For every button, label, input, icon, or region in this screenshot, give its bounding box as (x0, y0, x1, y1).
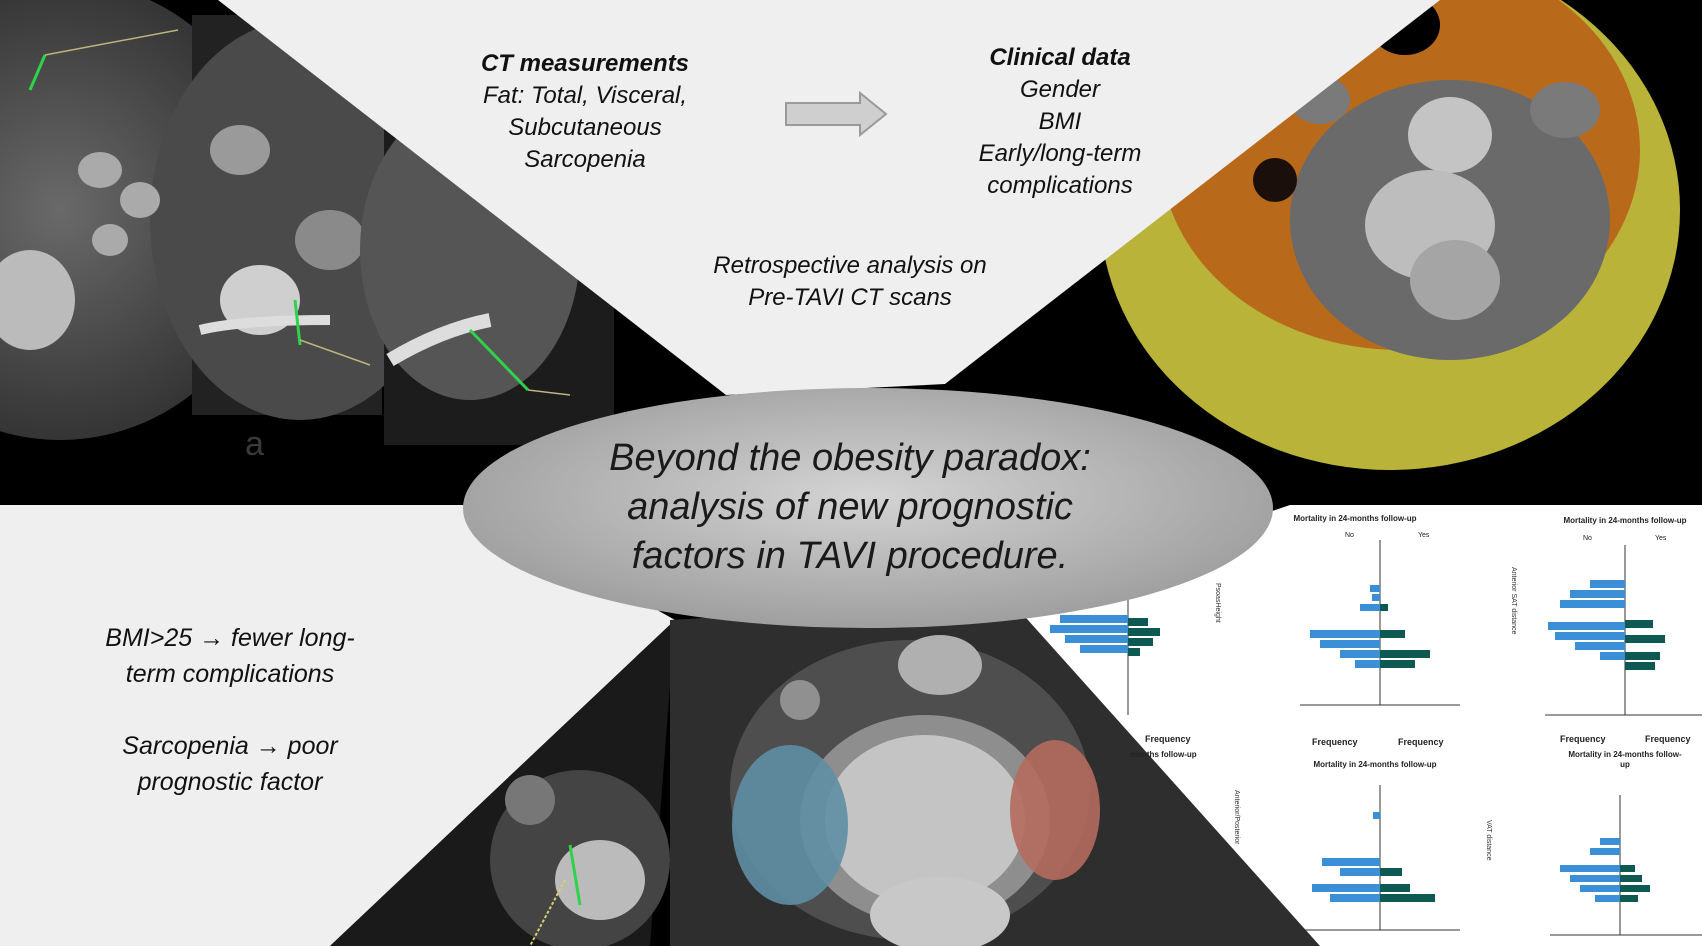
chart-axis-label-vat: VAT distance (1485, 820, 1492, 861)
chart-yes-3: Yes (1655, 535, 1667, 542)
clinical-data: Clinical data Gender BMI Early/long-term… (920, 42, 1200, 202)
conclusion-line: prognostic factor (137, 768, 323, 796)
clinical-data-heading: Clinical data (989, 44, 1131, 71)
histogram-3 (1545, 545, 1702, 716)
clinical-data-line: Early/long-term (978, 140, 1142, 167)
cardiac-ct-scan (670, 600, 1320, 946)
main-title: Beyond the obesity paradox: analysis of … (470, 434, 1230, 581)
conclusion-line: term complications (125, 660, 335, 688)
main-title-line: Beyond the obesity paradox: (609, 437, 1091, 479)
chart-frequency-3a: Frequency (1560, 734, 1606, 744)
conclusion-line: BMI>25 → fewer long- (105, 624, 355, 652)
chart-title-2: Mortality in 24-months follow-up (1293, 514, 1416, 523)
chart-title-4: Mortality in 24-months follow-up (1313, 760, 1436, 769)
right-arrow-icon (785, 90, 888, 138)
ct-measurements-line: Sarcopenia (524, 146, 646, 173)
clinical-data-line: Gender (1019, 76, 1101, 103)
ct-measurements-line: Fat: Total, Visceral, (482, 82, 688, 109)
chart-no-2: No (1345, 532, 1354, 539)
histogram-5 (1550, 795, 1702, 936)
retrospective-line: Pre-TAVI CT scans (748, 284, 952, 311)
main-title-line: analysis of new prognostic (627, 486, 1073, 528)
chart-frequency-2b: Frequency (1398, 737, 1444, 747)
chart-axis-label-ap: Anterior/Posterior (1233, 790, 1240, 845)
ct-measurements-line: Subcutaneous (508, 114, 662, 141)
top-panel (218, 0, 1440, 395)
bottom-left-panel (0, 505, 675, 946)
ct-measurements-heading: CT measurements (480, 50, 690, 77)
clinical-data-line: complications (987, 172, 1133, 199)
chart-title-1-partial: months follow-up (1130, 750, 1197, 759)
clinical-data-line: BMI (1038, 108, 1082, 135)
chart-title-5a: Mortality in 24-months follow- (1568, 750, 1682, 759)
chart-title-5b: up (1620, 760, 1630, 769)
conclusion-line: Sarcopenia → poor (122, 732, 338, 760)
conclusion-sarcopenia: Sarcopenia → poor prognostic factor (60, 728, 400, 800)
retrospective-line: Retrospective analysis on (713, 252, 987, 279)
histogram-4 (1305, 785, 1460, 931)
title-ellipse (463, 388, 1273, 628)
chart-title-3: Mortality in 24-months follow-up (1563, 516, 1686, 525)
chart-axis-label-psoas: PsoasHeight (1214, 583, 1221, 623)
histogram-2 (1300, 540, 1460, 706)
retrospective-analysis: Retrospective analysis on Pre-TAVI CT sc… (660, 250, 1040, 314)
histogram-charts: Mortality in 24-months follow-up No Yes … (1010, 505, 1702, 946)
chart-axis-label-sat: Anterior SAT distance (1510, 567, 1517, 635)
chart-no-3: No (1583, 535, 1592, 542)
ct-label-a: a (245, 425, 264, 463)
chart-yes-2: Yes (1418, 532, 1430, 539)
chart-frequency-1: Frequency (1145, 734, 1191, 744)
main-title-line: factors in TAVI procedure. (631, 535, 1069, 577)
chart-frequency-2a: Frequency (1312, 737, 1358, 747)
chart-frequency-3b: Frequency (1645, 734, 1691, 744)
conclusion-bmi: BMI>25 → fewer long- term complications (60, 620, 400, 692)
ct-measurements: CT measurements Fat: Total, Visceral, Su… (430, 48, 740, 176)
ct-scan-bottom-left (330, 620, 675, 946)
